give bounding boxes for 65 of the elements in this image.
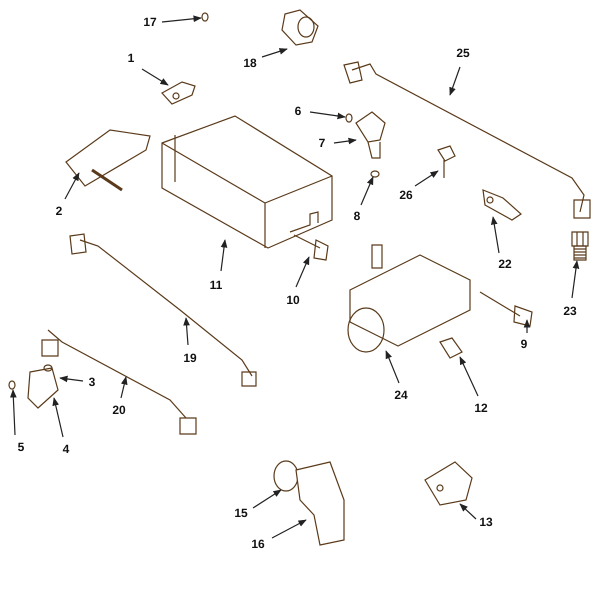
fitting-drawing xyxy=(281,9,319,46)
callout-number: 11 xyxy=(210,279,222,291)
callout-number: 3 xyxy=(88,376,96,388)
hose-drawing xyxy=(69,233,257,387)
callout-number: 24 xyxy=(394,389,408,401)
callout-number: 22 xyxy=(498,258,512,270)
leader-arrow xyxy=(459,503,476,520)
leader-arrow xyxy=(414,170,439,186)
leader-arrow xyxy=(220,239,228,272)
callout-number: 25 xyxy=(456,47,470,59)
callout-number: 19 xyxy=(183,352,197,364)
callout-number: 2 xyxy=(56,205,62,217)
leader-arrow xyxy=(295,256,310,288)
bolt-drawing xyxy=(293,234,329,261)
leader-arrow xyxy=(10,389,17,436)
cable-tie-drawing xyxy=(65,129,151,192)
callout-number: 8 xyxy=(354,210,360,222)
callout-number: 4 xyxy=(62,443,70,455)
leader-arrow xyxy=(162,15,202,23)
callout-number: 5 xyxy=(18,441,24,453)
callout-number: 12 xyxy=(474,402,488,414)
callout-number: 17 xyxy=(143,16,157,28)
leader-arrow xyxy=(183,317,190,346)
callout-number: 9 xyxy=(520,338,528,350)
leader-arrow xyxy=(262,48,288,58)
fitting-drawing xyxy=(439,337,463,359)
cooler-block-drawing xyxy=(161,115,333,249)
leader-arrow xyxy=(490,216,500,254)
o-ring xyxy=(201,12,209,22)
callout-number: 10 xyxy=(286,294,300,306)
leader-arrow xyxy=(272,519,307,539)
leader-arrow xyxy=(360,176,374,206)
leader-arrow xyxy=(142,68,169,86)
tube-drawing xyxy=(343,61,591,219)
callout-number: 18 xyxy=(243,57,257,69)
elbow-fitting-drawing xyxy=(27,367,59,409)
plug-drawing xyxy=(424,461,473,506)
housing-drawing xyxy=(347,244,471,353)
callout-number: 1 xyxy=(128,52,134,64)
leader-arrow xyxy=(120,376,128,398)
leader-arrow xyxy=(449,66,461,96)
callout-number: 16 xyxy=(251,538,265,550)
bolt-drawing xyxy=(479,291,533,327)
leader-arrow xyxy=(59,376,84,382)
callout-number: 15 xyxy=(234,507,248,519)
leader-arrow xyxy=(252,490,282,508)
callout-number: 7 xyxy=(318,137,326,149)
leader-arrow xyxy=(385,350,400,384)
callout-number: 13 xyxy=(479,516,493,528)
leader-arrow xyxy=(571,260,580,298)
hose-drawing xyxy=(41,330,197,435)
leader-arrow xyxy=(459,356,479,396)
leader-arrow xyxy=(64,172,80,200)
clip-drawing xyxy=(161,81,196,105)
leader-arrow xyxy=(524,319,530,333)
elbow-fitting-drawing xyxy=(295,461,345,546)
callout-number: 20 xyxy=(112,404,126,416)
o-ring xyxy=(8,380,16,390)
fitting-drawing xyxy=(571,231,589,261)
leader-arrow xyxy=(52,397,64,438)
callout-number: 6 xyxy=(294,105,302,117)
leader-arrow xyxy=(334,138,357,144)
callout-number: 26 xyxy=(399,189,413,201)
leader-arrow xyxy=(310,111,346,120)
callout-number: 23 xyxy=(563,305,577,317)
